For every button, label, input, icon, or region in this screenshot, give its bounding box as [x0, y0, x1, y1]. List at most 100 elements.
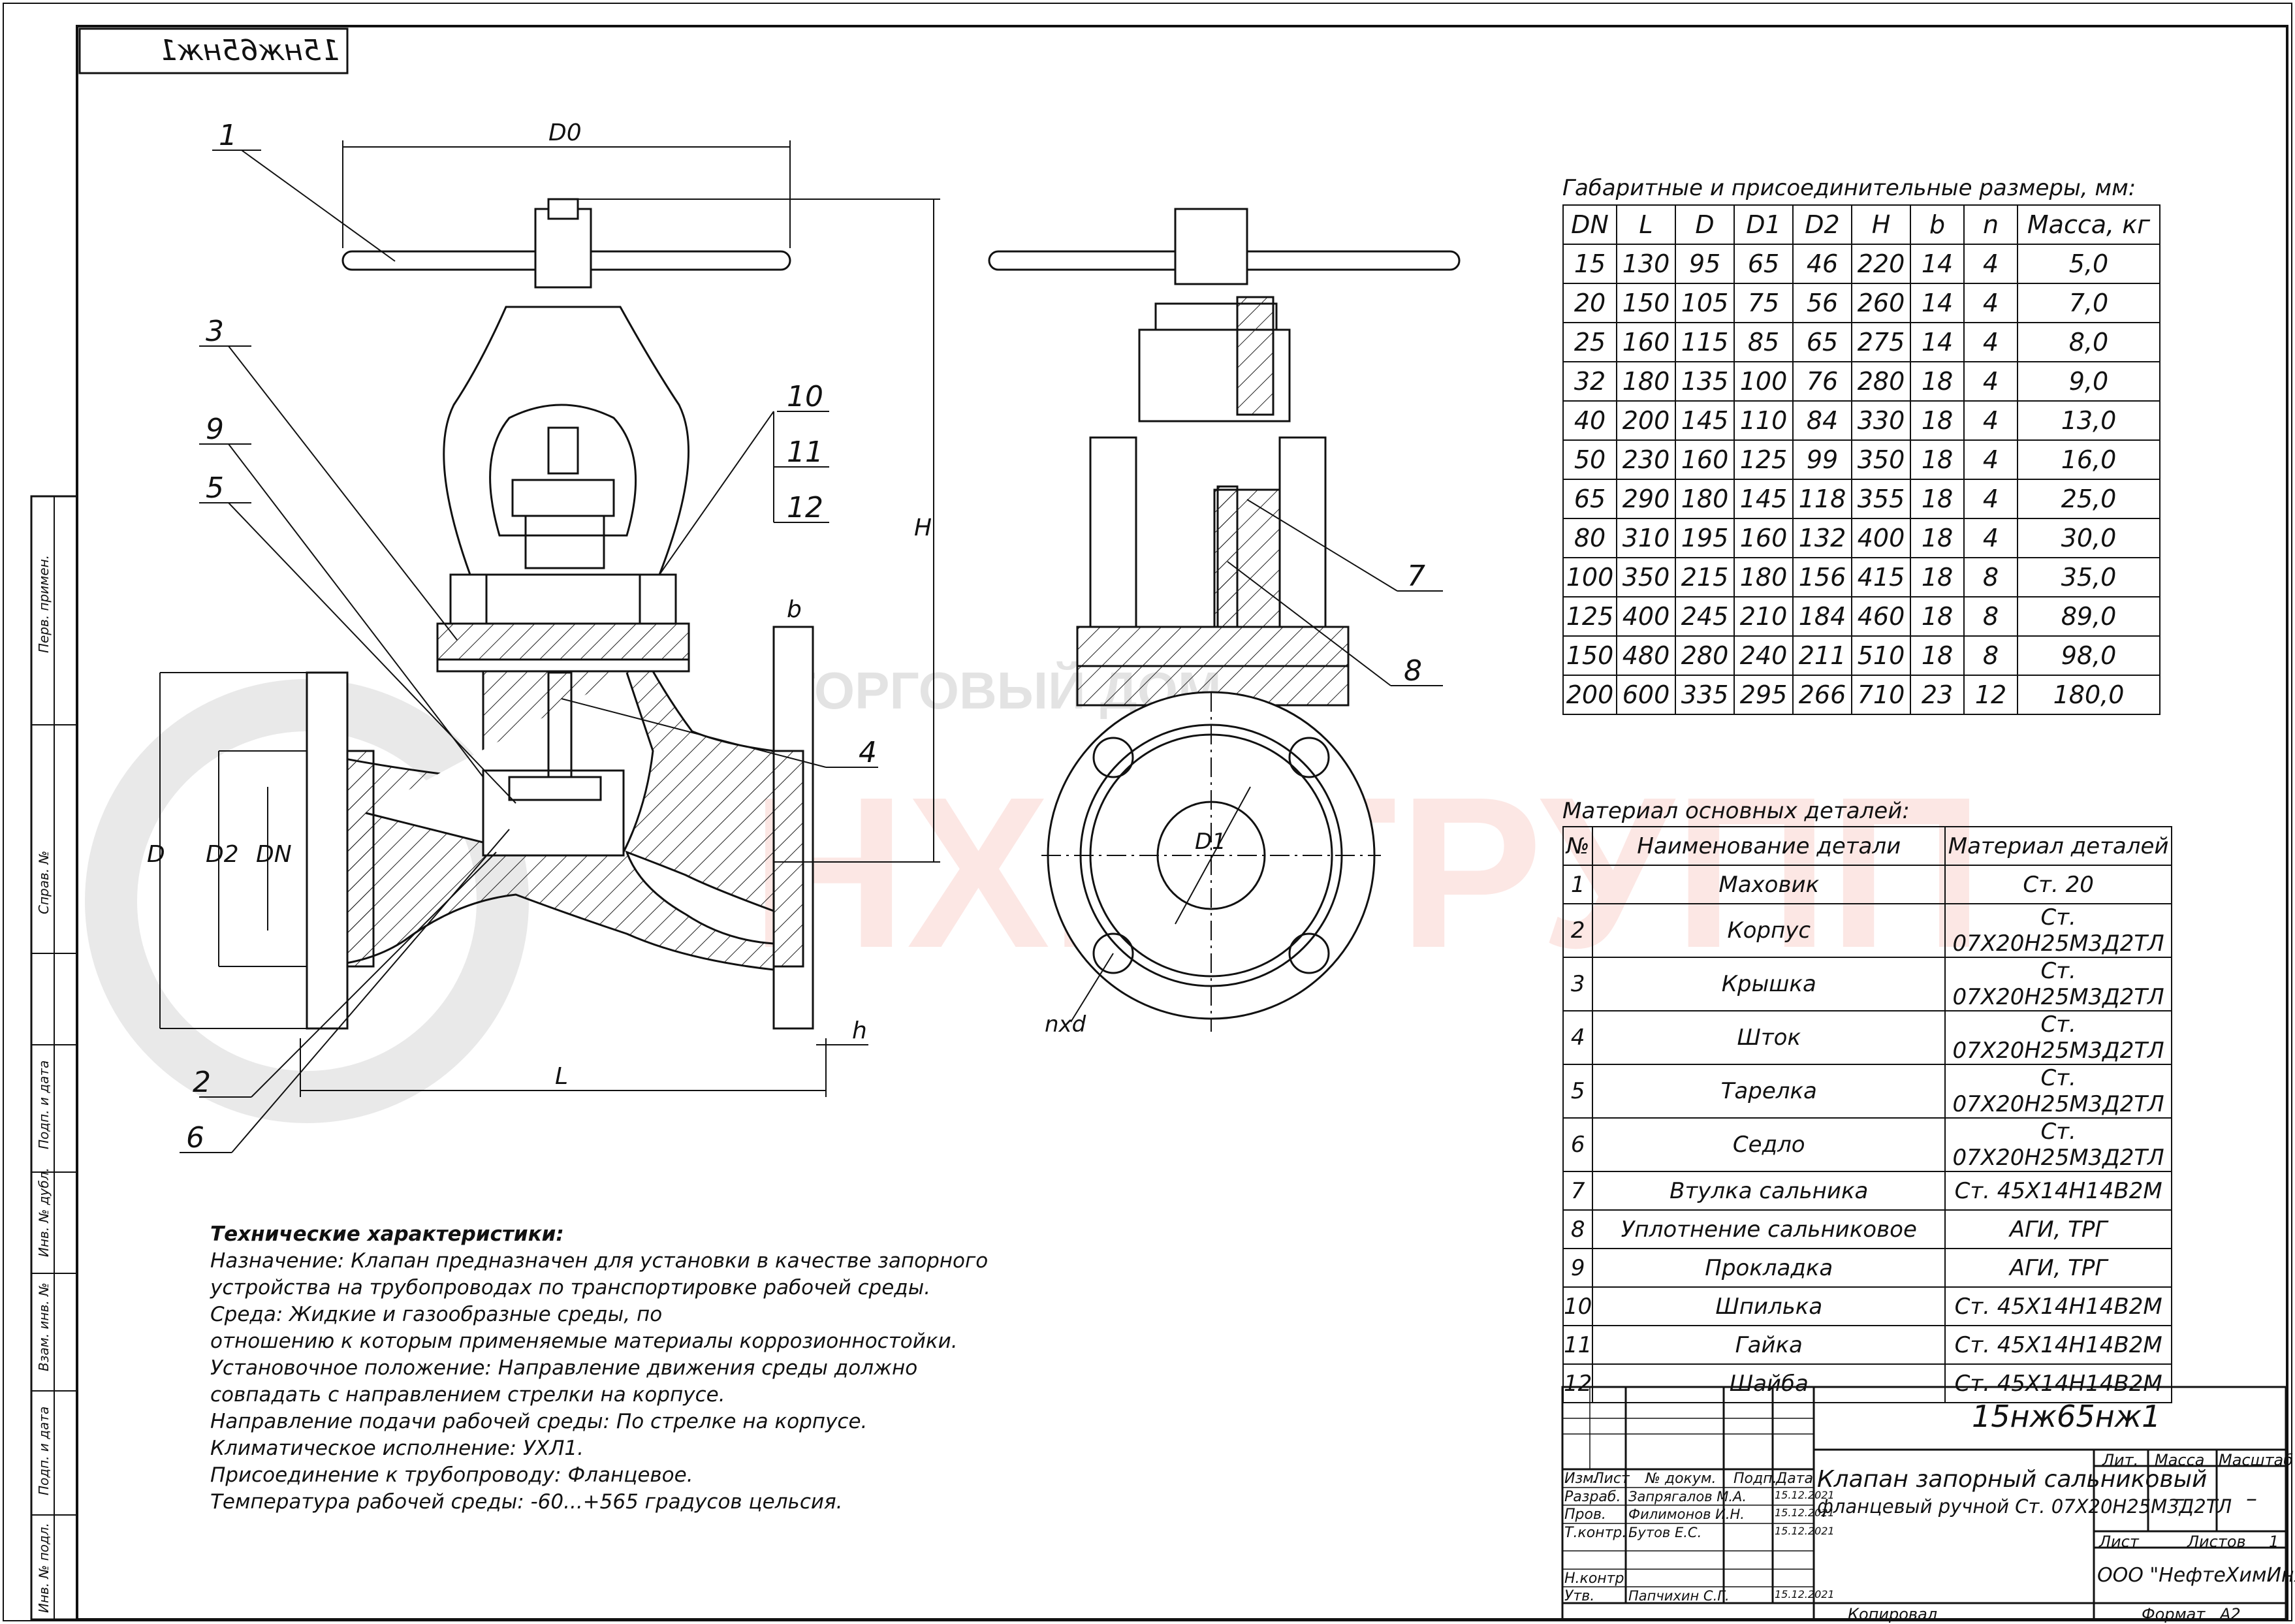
dims-cell: 510 [1851, 635, 1911, 676]
signatory-role: Н.контр. [1564, 1570, 1629, 1587]
dims-cell: 95 [1675, 244, 1735, 284]
materials-cell: Маховик [1592, 865, 1946, 904]
materials-cell: 7 [1562, 1171, 1594, 1211]
front-dimension-labels: D0 H b D D2 DN L h [147, 119, 932, 1090]
materials-header: Наименование детали [1592, 826, 1946, 866]
materials-cell: 10 [1562, 1286, 1594, 1326]
materials-cell: Седло [1592, 1117, 1946, 1172]
dims-cell: 4 [1963, 322, 2018, 362]
dims-cell: 84 [1792, 400, 1852, 441]
dims-cell: 16,0 [2017, 439, 2160, 480]
format-value: А2 [2220, 1605, 2241, 1623]
callout-numbers: 1 3 9 5 2 6 10 11 12 4 7 8 [186, 119, 1425, 1154]
dims-cell: 145 [1733, 479, 1794, 519]
dims-cell: 5,0 [2017, 244, 2160, 284]
dims-cell: 160 [1616, 322, 1676, 362]
dims-cell: 18 [1910, 361, 1965, 402]
tech-line: Среда: Жидкие и газообразные среды, по [210, 1303, 663, 1326]
callout-leaders [180, 150, 1443, 1153]
sheets-value: 1 [2269, 1533, 2279, 1551]
materials-cell: Ст. 45Х14Н14В2М [1944, 1325, 2172, 1365]
callout-4: 4 [859, 736, 877, 769]
dims-cell: 400 [1616, 596, 1676, 637]
dims-cell: 85 [1733, 322, 1794, 362]
dims-cell: 15 [1562, 244, 1617, 284]
dims-cell: 132 [1792, 518, 1852, 558]
materials-cell: Ст. 07Х20Н25М3Д2ТЛ [1944, 957, 2172, 1011]
dims-cell: 9,0 [2017, 361, 2160, 402]
dims-cell: 460 [1851, 596, 1911, 637]
materials-cell: Ст. 07Х20Н25М3Д2ТЛ [1944, 1064, 2172, 1119]
sheets-label: Листов [2187, 1533, 2246, 1551]
dims-cell: 160 [1733, 518, 1794, 558]
materials-cell: 1 [1562, 865, 1594, 904]
dims-cell: 40 [1562, 400, 1617, 441]
dims-cell: 23 [1910, 675, 1965, 715]
dims-cell: 180,0 [2017, 675, 2160, 715]
dim-dn: DN [256, 841, 292, 868]
dims-cell: 18 [1910, 400, 1965, 441]
dims-cell: 310 [1616, 518, 1676, 558]
dims-cell: 150 [1616, 283, 1676, 323]
materials-header: № [1562, 826, 1594, 866]
dims-cell: 18 [1910, 479, 1965, 519]
signatory-date: 15.12.2021 [1775, 1525, 1835, 1537]
dim-b: b [787, 596, 802, 623]
valve-front-view [306, 198, 814, 1030]
col-head-doc: № докум. [1645, 1471, 1717, 1487]
tech-line: Температура рабочей среды: -60...+565 гр… [210, 1490, 843, 1514]
materials-cell: Тарелка [1592, 1064, 1946, 1119]
dim-d1: D1 [1195, 829, 1226, 855]
callout-9: 9 [206, 413, 224, 446]
sheet-frame [3, 3, 2292, 1621]
designation: 15нж65нж1 [1972, 1399, 2161, 1434]
dim-h: H [914, 515, 932, 541]
materials-cell: Прокладка [1592, 1248, 1946, 1288]
callout-7: 7 [1407, 560, 1425, 593]
dims-cell: 350 [1851, 439, 1911, 480]
materials-cell: Ст. 07Х20Н25М3Д2ТЛ [1944, 1010, 2172, 1065]
dims-table-title: Габаритные и присоединительные размеры, … [1562, 175, 2136, 201]
dims-cell: 18 [1910, 596, 1965, 637]
dims-cell: 180 [1616, 361, 1676, 402]
dims-cell: 180 [1675, 479, 1735, 519]
signatory-role: Т.контр. [1564, 1525, 1627, 1541]
materials-table-title: Материал основных деталей: [1562, 798, 1910, 824]
dims-header: D1 [1733, 204, 1794, 245]
dims-header: n [1963, 204, 2018, 245]
col-head-izm: Изм. [1564, 1471, 1598, 1487]
dims-cell: 100 [1562, 557, 1617, 597]
dims-cell: 4 [1963, 439, 2018, 480]
col-head-date: Дата [1776, 1471, 1813, 1487]
col-head-sign: Подп. [1733, 1471, 1777, 1487]
col-head-list: Лист [1593, 1471, 1630, 1487]
dims-cell: 20 [1562, 283, 1617, 323]
dims-cell: 105 [1675, 283, 1735, 323]
signatory-name: Запрягалов М.А. [1628, 1489, 1747, 1505]
dims-cell: 710 [1851, 675, 1911, 715]
materials-cell: Ст. 45Х14Н14В2М [1944, 1363, 2172, 1403]
dims-header: DN [1562, 204, 1617, 245]
dims-cell: 18 [1910, 439, 1965, 480]
materials-cell: Ст. 20 [1944, 865, 2172, 904]
callout-3: 3 [206, 315, 224, 348]
dims-cell: 100 [1733, 361, 1794, 402]
dims-cell: 4 [1963, 400, 2018, 441]
materials-cell: Ст. 45Х14Н14В2М [1944, 1286, 2172, 1326]
dims-cell: 200 [1562, 675, 1617, 715]
callout-10: 10 [787, 380, 823, 413]
callout-5: 5 [206, 471, 224, 505]
dims-cell: 50 [1562, 439, 1617, 480]
callout-1: 1 [219, 119, 237, 152]
callout-2: 2 [193, 1066, 211, 1099]
tech-line: отношению к которым применяемые материал… [210, 1329, 958, 1353]
materials-header: Материал деталей [1944, 826, 2172, 866]
copied-label: Копировал [1848, 1605, 1938, 1623]
